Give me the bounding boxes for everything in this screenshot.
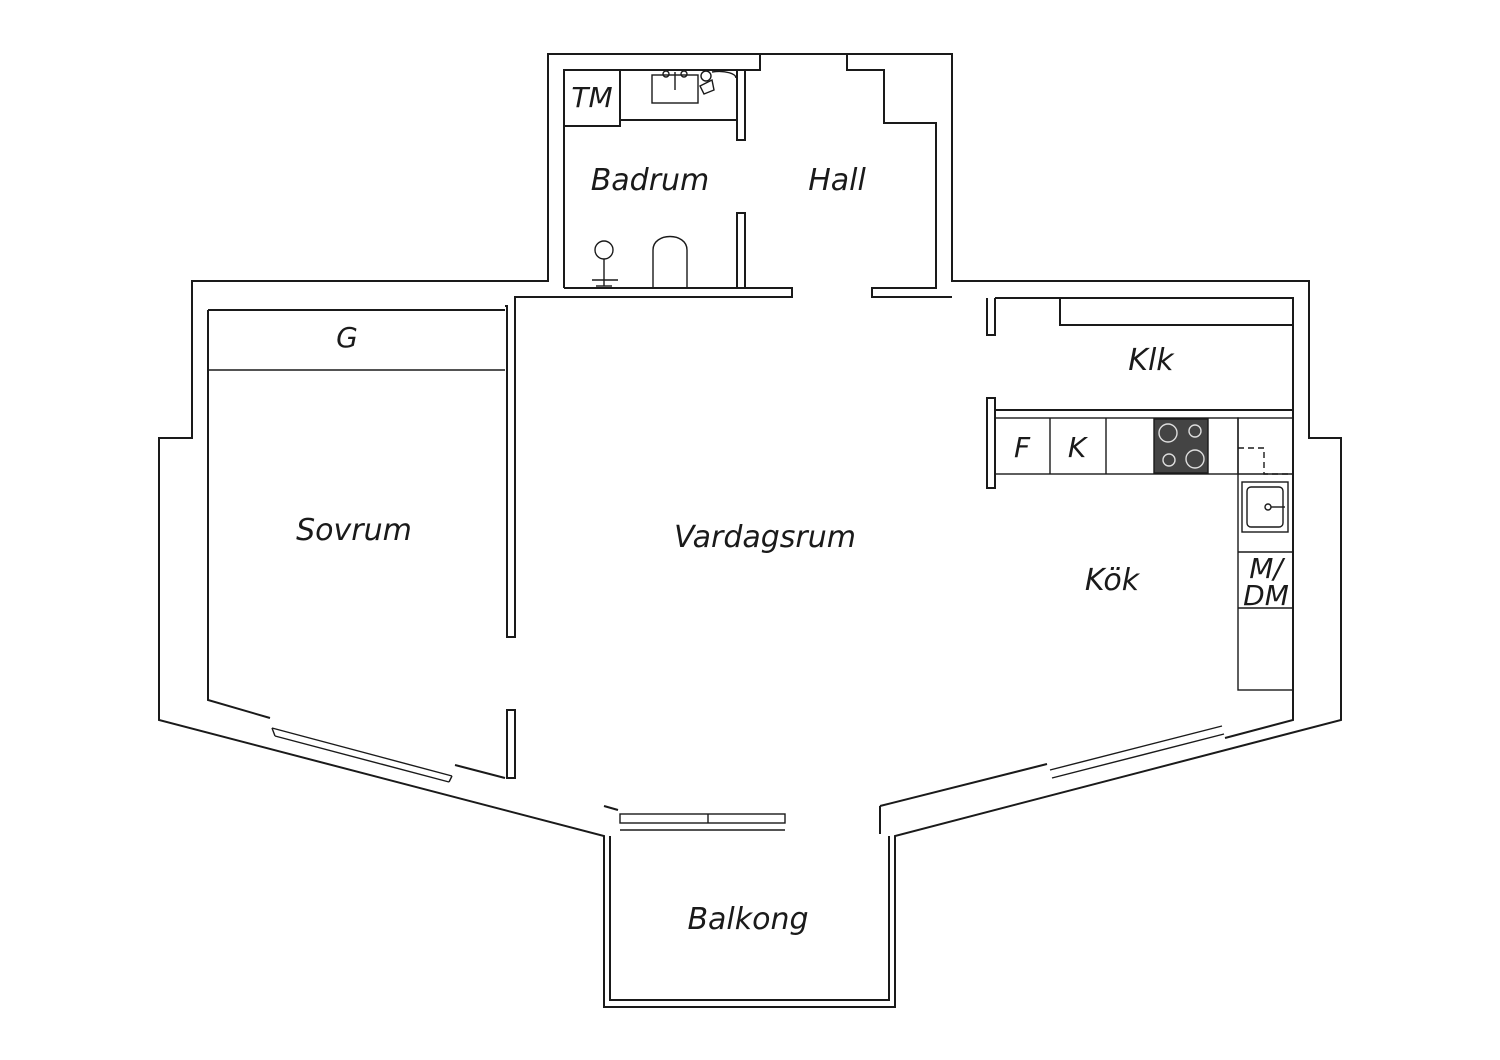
room-label-badrum: Badrum xyxy=(591,163,710,198)
stove-icon xyxy=(1153,418,1209,474)
sink-icon xyxy=(1241,481,1289,533)
washbasin-icon xyxy=(651,70,699,104)
fixture-label-mdm-line2: DM xyxy=(1243,579,1289,612)
balcony xyxy=(609,836,890,1001)
room-label-sovrum: Sovrum xyxy=(296,513,412,548)
fixture-label-mdm-line1: M/ xyxy=(1249,552,1285,585)
window-left xyxy=(271,727,453,783)
valve-icon xyxy=(699,70,737,95)
room-label-klk: Klk xyxy=(1128,343,1175,378)
washing-machine xyxy=(563,69,621,127)
kitchen-counter xyxy=(994,417,1294,691)
fixture-label-g: G xyxy=(336,321,358,354)
room-label-balkong: Balkong xyxy=(687,902,808,937)
window-center xyxy=(619,813,786,831)
fixture-label-tm: TM xyxy=(571,81,612,114)
room-label-hall: Hall xyxy=(808,163,866,198)
room-label-vardagsrum: Vardagsrum xyxy=(674,520,856,555)
shower-icon xyxy=(592,240,618,287)
fixture-label-f: F xyxy=(1014,431,1031,464)
fixture-label-k: K xyxy=(1068,431,1089,464)
toilet-icon xyxy=(652,235,688,288)
window-right xyxy=(1049,725,1225,779)
room-label-kok: Kök xyxy=(1085,563,1141,598)
